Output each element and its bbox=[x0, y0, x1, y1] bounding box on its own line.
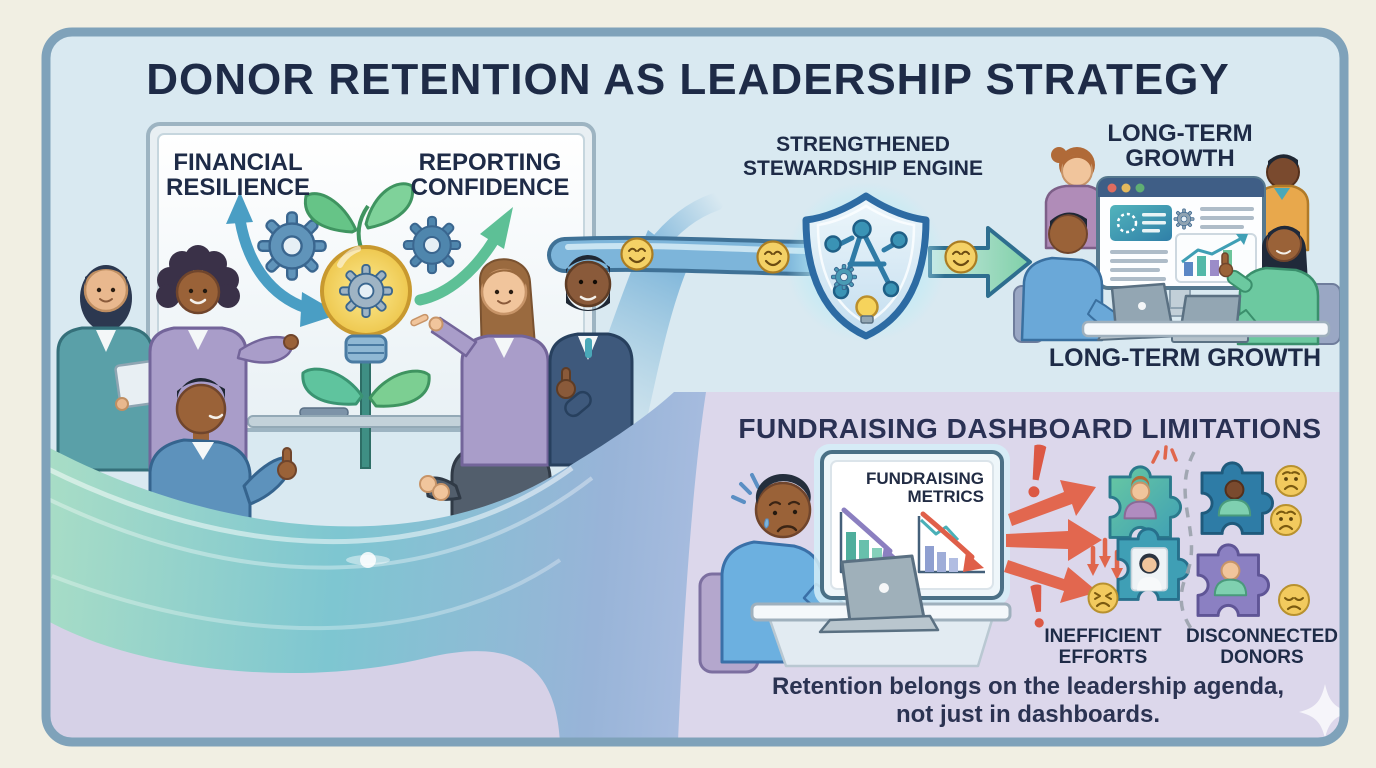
smiley-icon bbox=[620, 237, 654, 271]
gear-icon bbox=[339, 264, 393, 318]
browser-dots-icon bbox=[1107, 183, 1145, 193]
lavender-corner bbox=[46, 614, 574, 742]
lightbulb-icon bbox=[301, 182, 431, 469]
smiley-icon bbox=[944, 240, 978, 274]
declining-chart-icon bbox=[917, 511, 985, 574]
laptop-icon bbox=[818, 554, 940, 634]
gear-icon bbox=[830, 263, 858, 291]
swoosh-ribbon bbox=[46, 392, 706, 742]
sad-face-icon bbox=[1275, 465, 1307, 497]
alert-arrow-icon bbox=[1004, 480, 1102, 603]
smiley-icon bbox=[756, 240, 790, 274]
stress-marks-icon bbox=[731, 473, 760, 504]
gear-icon bbox=[402, 215, 462, 275]
sad-face-icon bbox=[1270, 504, 1302, 536]
bar-chart-icon bbox=[1175, 233, 1257, 283]
down-arrows-icon bbox=[1087, 537, 1123, 580]
leaf-icon bbox=[303, 192, 358, 234]
growth-scene bbox=[1013, 147, 1341, 346]
gear-icon bbox=[1173, 208, 1195, 230]
sparkle-icon bbox=[1299, 684, 1344, 738]
trend-arrow-icon bbox=[1181, 236, 1243, 264]
leaf-icon bbox=[368, 369, 431, 408]
lightbulb-icon bbox=[855, 295, 879, 324]
dashed-divider bbox=[1179, 451, 1196, 631]
angry-face-icon bbox=[1087, 582, 1119, 614]
sad-face-icon bbox=[1278, 584, 1310, 616]
leaf-icon bbox=[301, 367, 364, 406]
person-man-beard bbox=[548, 254, 634, 467]
exclamation-icon bbox=[1028, 444, 1047, 628]
person-woman-pointing bbox=[410, 258, 550, 467]
leaf-icon bbox=[364, 182, 415, 230]
shield-icon bbox=[786, 182, 946, 342]
network-icon bbox=[824, 219, 908, 300]
panel-border bbox=[41, 27, 1349, 747]
desk bbox=[1081, 320, 1331, 338]
puzzle-piece-icon bbox=[1108, 461, 1275, 617]
growth-arrow-icon bbox=[414, 207, 513, 306]
limitations-scene bbox=[698, 444, 1310, 674]
spark-icon bbox=[1151, 445, 1178, 464]
curved-arrow-icon bbox=[226, 192, 340, 327]
